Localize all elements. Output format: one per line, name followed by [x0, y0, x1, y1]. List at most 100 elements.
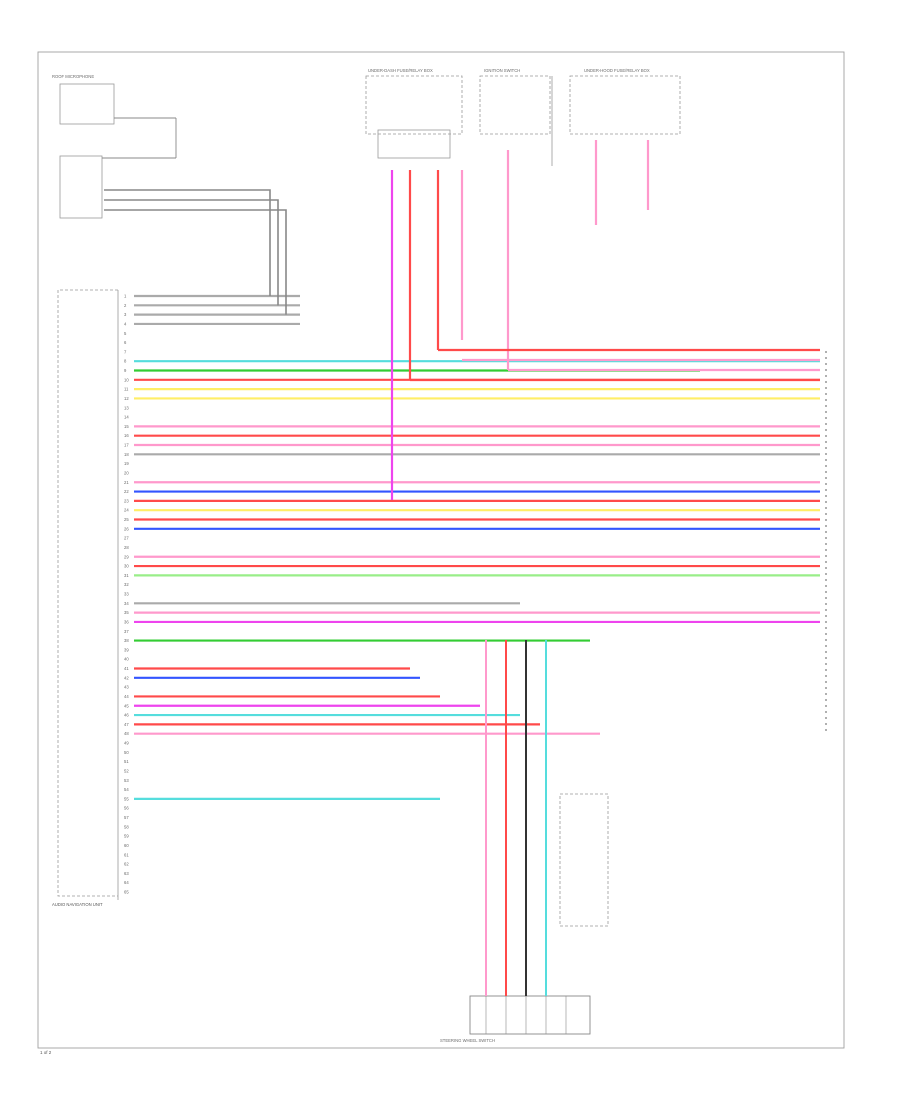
terminal-dot: [825, 441, 827, 443]
pin-number: 43: [124, 685, 129, 690]
pin-number: 64: [124, 880, 129, 885]
connector-label: STEERING WHEEL SWITCH: [440, 1038, 495, 1043]
terminal-dot: [825, 453, 827, 455]
pin-number: 58: [124, 824, 129, 829]
terminal-dot: [825, 465, 827, 467]
pin-number: 2: [124, 303, 127, 308]
pin-number: 35: [124, 610, 129, 615]
pin-number: 46: [124, 713, 129, 718]
relay-box-label: UNDER-HOOD FUSE/RELAY BOX: [584, 68, 650, 73]
pin-number: 9: [124, 368, 127, 373]
terminal-dot: [825, 651, 827, 653]
pin-number: 23: [124, 498, 129, 503]
pin-number: 45: [124, 703, 129, 708]
pin-number: 10: [124, 377, 129, 382]
terminal-dot: [825, 723, 827, 725]
terminal-dot: [825, 459, 827, 461]
pin-number: 52: [124, 768, 129, 773]
pin-number: 27: [124, 536, 129, 541]
terminal-dot: [825, 663, 827, 665]
pin-number: 15: [124, 424, 129, 429]
fuse-box-label: UNDER-DASH FUSE/RELAY BOX: [368, 68, 433, 73]
pin-number: 53: [124, 778, 129, 783]
pin-number: 14: [124, 415, 129, 420]
mic-component: ROOF MICROPHONE: [52, 74, 177, 219]
ignition-label: IGNITION SWITCH: [484, 68, 520, 73]
pin-number: 4: [124, 321, 127, 326]
audio-unit-title: AUDIO NAVIGATION UNIT: [52, 902, 103, 907]
pin-number: 1: [124, 294, 127, 299]
pin-number: 5: [124, 331, 127, 336]
terminal-dot: [825, 657, 827, 659]
pin-number: 6: [124, 340, 127, 345]
terminal-dot: [825, 675, 827, 677]
pin-number: 41: [124, 666, 129, 671]
pin-number: 11: [124, 387, 129, 392]
pin-number: 19: [124, 461, 129, 466]
terminal-dots: [825, 351, 827, 731]
terminal-dot: [825, 393, 827, 395]
pin-number: 44: [124, 694, 129, 699]
terminal-dot: [825, 687, 827, 689]
pin-number: 47: [124, 722, 129, 727]
diagram-frame: [37, 51, 845, 1049]
pin-number: 60: [124, 843, 129, 848]
pin-number: 24: [124, 508, 129, 513]
pin-number: 22: [124, 489, 129, 494]
wires-layer: [104, 140, 820, 996]
pin-number: 18: [124, 452, 129, 457]
page-number: 1 of 2: [40, 1050, 52, 1055]
terminal-dot: [825, 519, 827, 521]
terminal-dot: [825, 423, 827, 425]
terminal-dot: [825, 555, 827, 557]
pin-number: 13: [124, 405, 129, 410]
pin-number: 34: [124, 601, 129, 606]
terminal-dot: [825, 399, 827, 401]
pin-number: 59: [124, 834, 129, 839]
pin-number: 8: [124, 359, 127, 364]
bottom-connector: STEERING WHEEL SWITCH: [440, 995, 591, 1043]
pin-number: 7: [124, 349, 127, 354]
terminal-dot: [825, 531, 827, 533]
terminal-dot: [825, 435, 827, 437]
terminal-dot: [825, 381, 827, 383]
terminal-dot: [825, 645, 827, 647]
terminal-dot: [825, 357, 827, 359]
terminal-dot: [825, 513, 827, 515]
wire: [104, 189, 271, 296]
relay-box: UNDER-HOOD FUSE/RELAY BOX: [569, 68, 681, 135]
terminal-dot: [825, 363, 827, 365]
terminal-dot: [825, 477, 827, 479]
terminal-dot: [825, 483, 827, 485]
terminal-dot: [825, 693, 827, 695]
pin-number: 54: [124, 787, 129, 792]
terminal-dot: [825, 489, 827, 491]
pin-number: 31: [124, 573, 129, 578]
mic-label: ROOF MICROPHONE: [52, 74, 94, 79]
pin-number: 36: [124, 619, 129, 624]
pin-number: 25: [124, 517, 129, 522]
audio-unit: AUDIO NAVIGATION UNIT: [52, 289, 119, 907]
terminal-dot: [825, 699, 827, 701]
terminal-dot: [825, 351, 827, 353]
pin-number: 57: [124, 815, 129, 820]
terminal-dot: [825, 633, 827, 635]
terminal-dot: [825, 543, 827, 545]
terminal-dot: [825, 447, 827, 449]
pin-number: 42: [124, 675, 129, 680]
terminal-dot: [825, 537, 827, 539]
switch-area: [559, 793, 609, 927]
pin-number: 16: [124, 433, 129, 438]
pin-number: 61: [124, 852, 129, 857]
terminal-dot: [825, 525, 827, 527]
terminal-dot: [825, 417, 827, 419]
pin-number: 20: [124, 470, 129, 475]
terminal-dot: [825, 591, 827, 593]
terminal-dot: [825, 567, 827, 569]
wire: [104, 199, 279, 306]
pin-number: 48: [124, 731, 129, 736]
pin-number: 55: [124, 796, 129, 801]
terminal-dot: [825, 573, 827, 575]
pin-number: 62: [124, 862, 129, 867]
